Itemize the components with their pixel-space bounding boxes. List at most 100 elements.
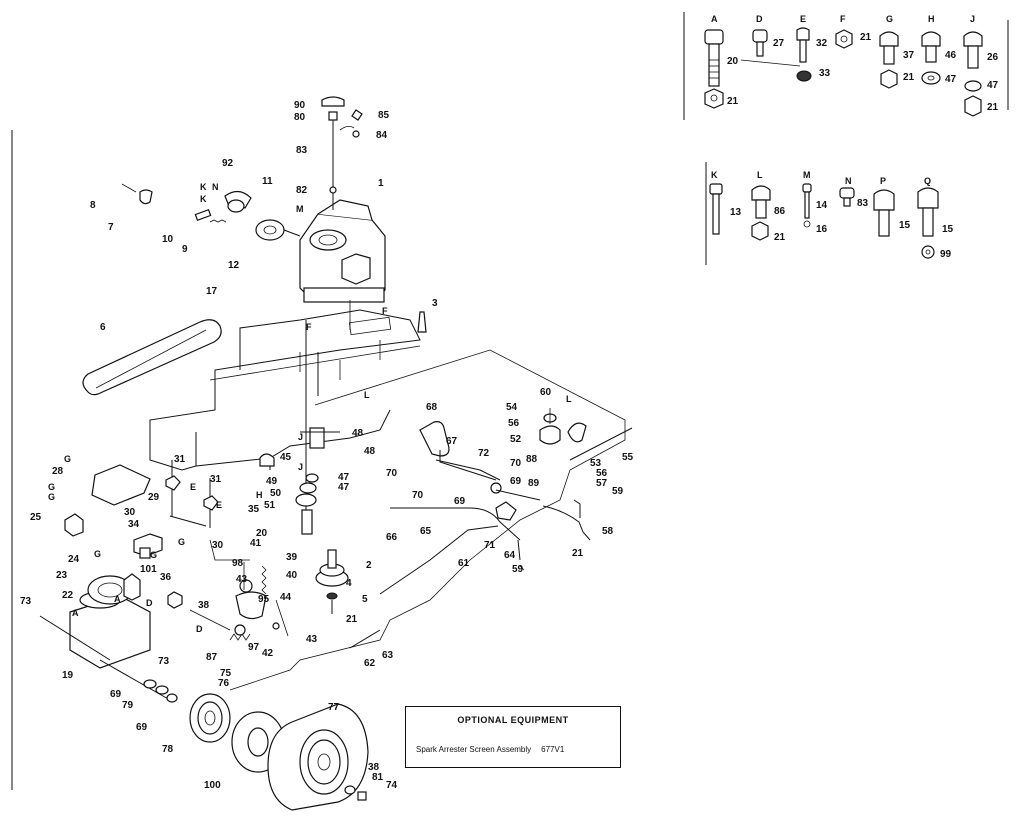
shift-lever-assembly: [349, 408, 633, 649]
part-label: 70: [386, 468, 398, 479]
part-label: 60: [540, 387, 552, 398]
part-label: 19: [62, 670, 74, 681]
part-label: 85: [378, 110, 390, 121]
hw-num: 99: [940, 249, 952, 260]
hw-num: 21: [774, 232, 786, 243]
part-label: 57: [596, 478, 608, 489]
bolt-a-icon: [704, 29, 724, 109]
part-letter: E: [216, 500, 222, 510]
part-label: 89: [528, 478, 540, 489]
part-label: 10: [162, 234, 174, 245]
part-letter: G: [64, 454, 71, 464]
part-label: 25: [30, 512, 42, 523]
hw-num: 47: [987, 80, 999, 91]
part-label: 42: [262, 648, 274, 659]
optional-equipment-item: Spark Arrester Screen Assembly: [416, 745, 532, 754]
part-label: 30: [124, 507, 136, 518]
part-label: 59: [512, 564, 524, 575]
part-label: 8: [90, 200, 96, 211]
part-label: 43: [236, 574, 248, 585]
part-label: 20: [256, 528, 268, 539]
hw-num: 16: [816, 224, 828, 235]
part-label: 39: [286, 552, 298, 563]
part-label: 83: [296, 145, 308, 156]
part-label: 56: [508, 418, 520, 429]
part-letter: K: [200, 182, 207, 192]
part-label: 61: [458, 558, 470, 569]
part-label: 80: [294, 112, 306, 123]
small-fasteners: [121, 109, 427, 333]
optional-equipment-title: OPTIONAL EQUIPMENT: [457, 715, 569, 725]
hw-num: 46: [945, 50, 957, 61]
bolt-q-icon: [917, 187, 939, 259]
part-label: 47: [338, 472, 350, 483]
part-label: 62: [364, 658, 376, 669]
part-label: 4: [346, 578, 352, 589]
part-label: 31: [174, 454, 186, 465]
part-label: 95: [258, 594, 270, 605]
hardware-letter-g: G: [886, 14, 893, 24]
part-label: 34: [128, 519, 140, 530]
part-label: 69: [510, 476, 522, 487]
hardware-letter-q: Q: [924, 176, 931, 186]
part-label: 87: [206, 652, 218, 663]
part-label: 77: [328, 702, 340, 713]
part-label: 9: [182, 244, 188, 255]
part-label: 41: [250, 538, 262, 549]
part-label: 74: [386, 780, 398, 791]
hw-num: 21: [903, 72, 915, 83]
part-label: 84: [376, 130, 388, 141]
part-letter: G: [48, 482, 55, 492]
part-label: 49: [266, 476, 278, 487]
part-letter: G: [150, 550, 157, 560]
part-letter: D: [196, 624, 203, 634]
hw-num: 47: [945, 74, 957, 85]
nut-f-icon: [835, 29, 853, 49]
hardware-letter-j: J: [970, 14, 975, 24]
part-label: 65: [420, 526, 432, 537]
screw-e-icon: [796, 27, 812, 82]
part-label: 68: [426, 402, 438, 413]
hardware-letter-e: E: [800, 14, 806, 24]
hardware-letter-h: H: [928, 14, 935, 24]
hardware-legend: A D E F G H J K L M N P Q 20 21 27 32 33…: [683, 12, 1009, 265]
part-label: 69: [110, 689, 122, 700]
part-label: 76: [218, 678, 230, 689]
part-label: 11: [262, 176, 273, 187]
part-label: 98: [232, 558, 244, 569]
hw-num: 83: [857, 198, 869, 209]
hw-num: 33: [819, 68, 831, 79]
part-label: 66: [386, 532, 398, 543]
part-label: 38: [368, 762, 380, 773]
part-label: 73: [20, 596, 32, 607]
part-label: 55: [622, 452, 634, 463]
part-label: 100: [204, 780, 221, 791]
part-label: 31: [210, 474, 222, 485]
part-label: 63: [382, 650, 394, 661]
drive-belt-icon: [82, 319, 222, 396]
hw-num: 15: [899, 220, 911, 231]
screw-m-icon: [802, 183, 812, 228]
hw-num: 27: [773, 38, 785, 49]
part-label: 12: [228, 260, 240, 271]
part-letter: J: [298, 462, 303, 472]
part-letter: J: [298, 432, 303, 442]
part-label: 54: [506, 402, 518, 413]
part-label: 7: [108, 222, 114, 233]
part-label: 88: [526, 454, 538, 465]
part-label: 70: [510, 458, 522, 469]
part-label: 79: [122, 700, 134, 711]
part-label: 22: [62, 590, 74, 601]
hw-num: 15: [942, 224, 954, 235]
hw-num: 21: [987, 102, 999, 113]
part-letter: D: [146, 598, 153, 608]
bolt-d-icon: [752, 29, 768, 57]
part-label: 24: [68, 554, 80, 565]
part-letter: N: [212, 182, 219, 192]
part-label: 50: [270, 488, 282, 499]
part-label: 6: [100, 322, 106, 333]
part-label: 56: [596, 468, 608, 479]
hw-num: 86: [774, 206, 786, 217]
lower-frame-outline: [189, 349, 626, 691]
bolt-h-icon: [921, 31, 941, 85]
